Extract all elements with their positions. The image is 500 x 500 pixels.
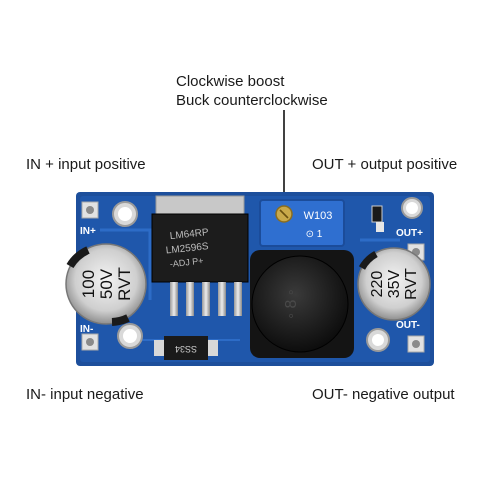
cap-right-marking-line1: 220 [369, 271, 386, 298]
cap-right-marking-line2: 35V [386, 269, 403, 298]
silk-in-minus: IN- [80, 324, 93, 335]
capacitor-right: 220 35V RVT [357, 247, 431, 321]
mounting-hole-top-left [112, 201, 138, 227]
mounting-hole-bottom-left [117, 323, 143, 349]
chip-marking-line2: LM2596S [165, 241, 209, 256]
silk-out-minus: OUT- [396, 320, 420, 331]
chip-marking-line3: -ADJ P+ [169, 256, 204, 269]
annotation-line-clockwise: Clockwise boost [176, 73, 285, 90]
adjustment-annotation: Clockwise boost Buck counterclockwise [176, 72, 328, 110]
diode-marking: SS34 [175, 344, 197, 354]
mounting-hole-top-right [401, 197, 423, 219]
pad-in-minus [81, 333, 99, 351]
cap-left-marking-line3: RVT [115, 267, 134, 301]
label-in-positive: IN + input positive [26, 156, 146, 173]
trimmer-potentiometer: W103 ⊙ 1 [259, 199, 345, 247]
pot-submarking: ⊙ 1 [306, 229, 323, 240]
smd-resistor-top [371, 205, 384, 232]
pad-in-plus [81, 201, 99, 219]
chip-marking-line1: LM64RP [169, 227, 209, 242]
label-out-positive: OUT + output positive [312, 156, 458, 173]
label-in-negative: IN- input negative [26, 386, 144, 403]
cap-right-marking-line3: RVT [403, 268, 420, 300]
pot-marking: W103 [304, 210, 333, 222]
schottky-diode-ss34: SS34 [154, 336, 218, 360]
cap-left-marking-line1: 100 [79, 270, 98, 298]
cap-left-marking-line2: 50V [97, 268, 116, 299]
inductor-marking: ◦ 8 ◦ [283, 289, 300, 318]
silk-in-plus: IN+ [80, 226, 96, 237]
label-out-negative: OUT- negative output [312, 386, 455, 403]
power-inductor: ◦ 8 ◦ [250, 250, 354, 358]
lm2596-regulator-chip: LM64RP LM2596S -ADJ P+ [151, 195, 249, 316]
silk-out-plus: OUT+ [396, 228, 423, 239]
pad-out-minus [407, 335, 425, 353]
capacitor-left: 100 50V RVT [65, 243, 147, 326]
mounting-hole-bottom-right [366, 328, 390, 352]
annotation-line-counterclockwise: Buck counterclockwise [176, 92, 328, 109]
